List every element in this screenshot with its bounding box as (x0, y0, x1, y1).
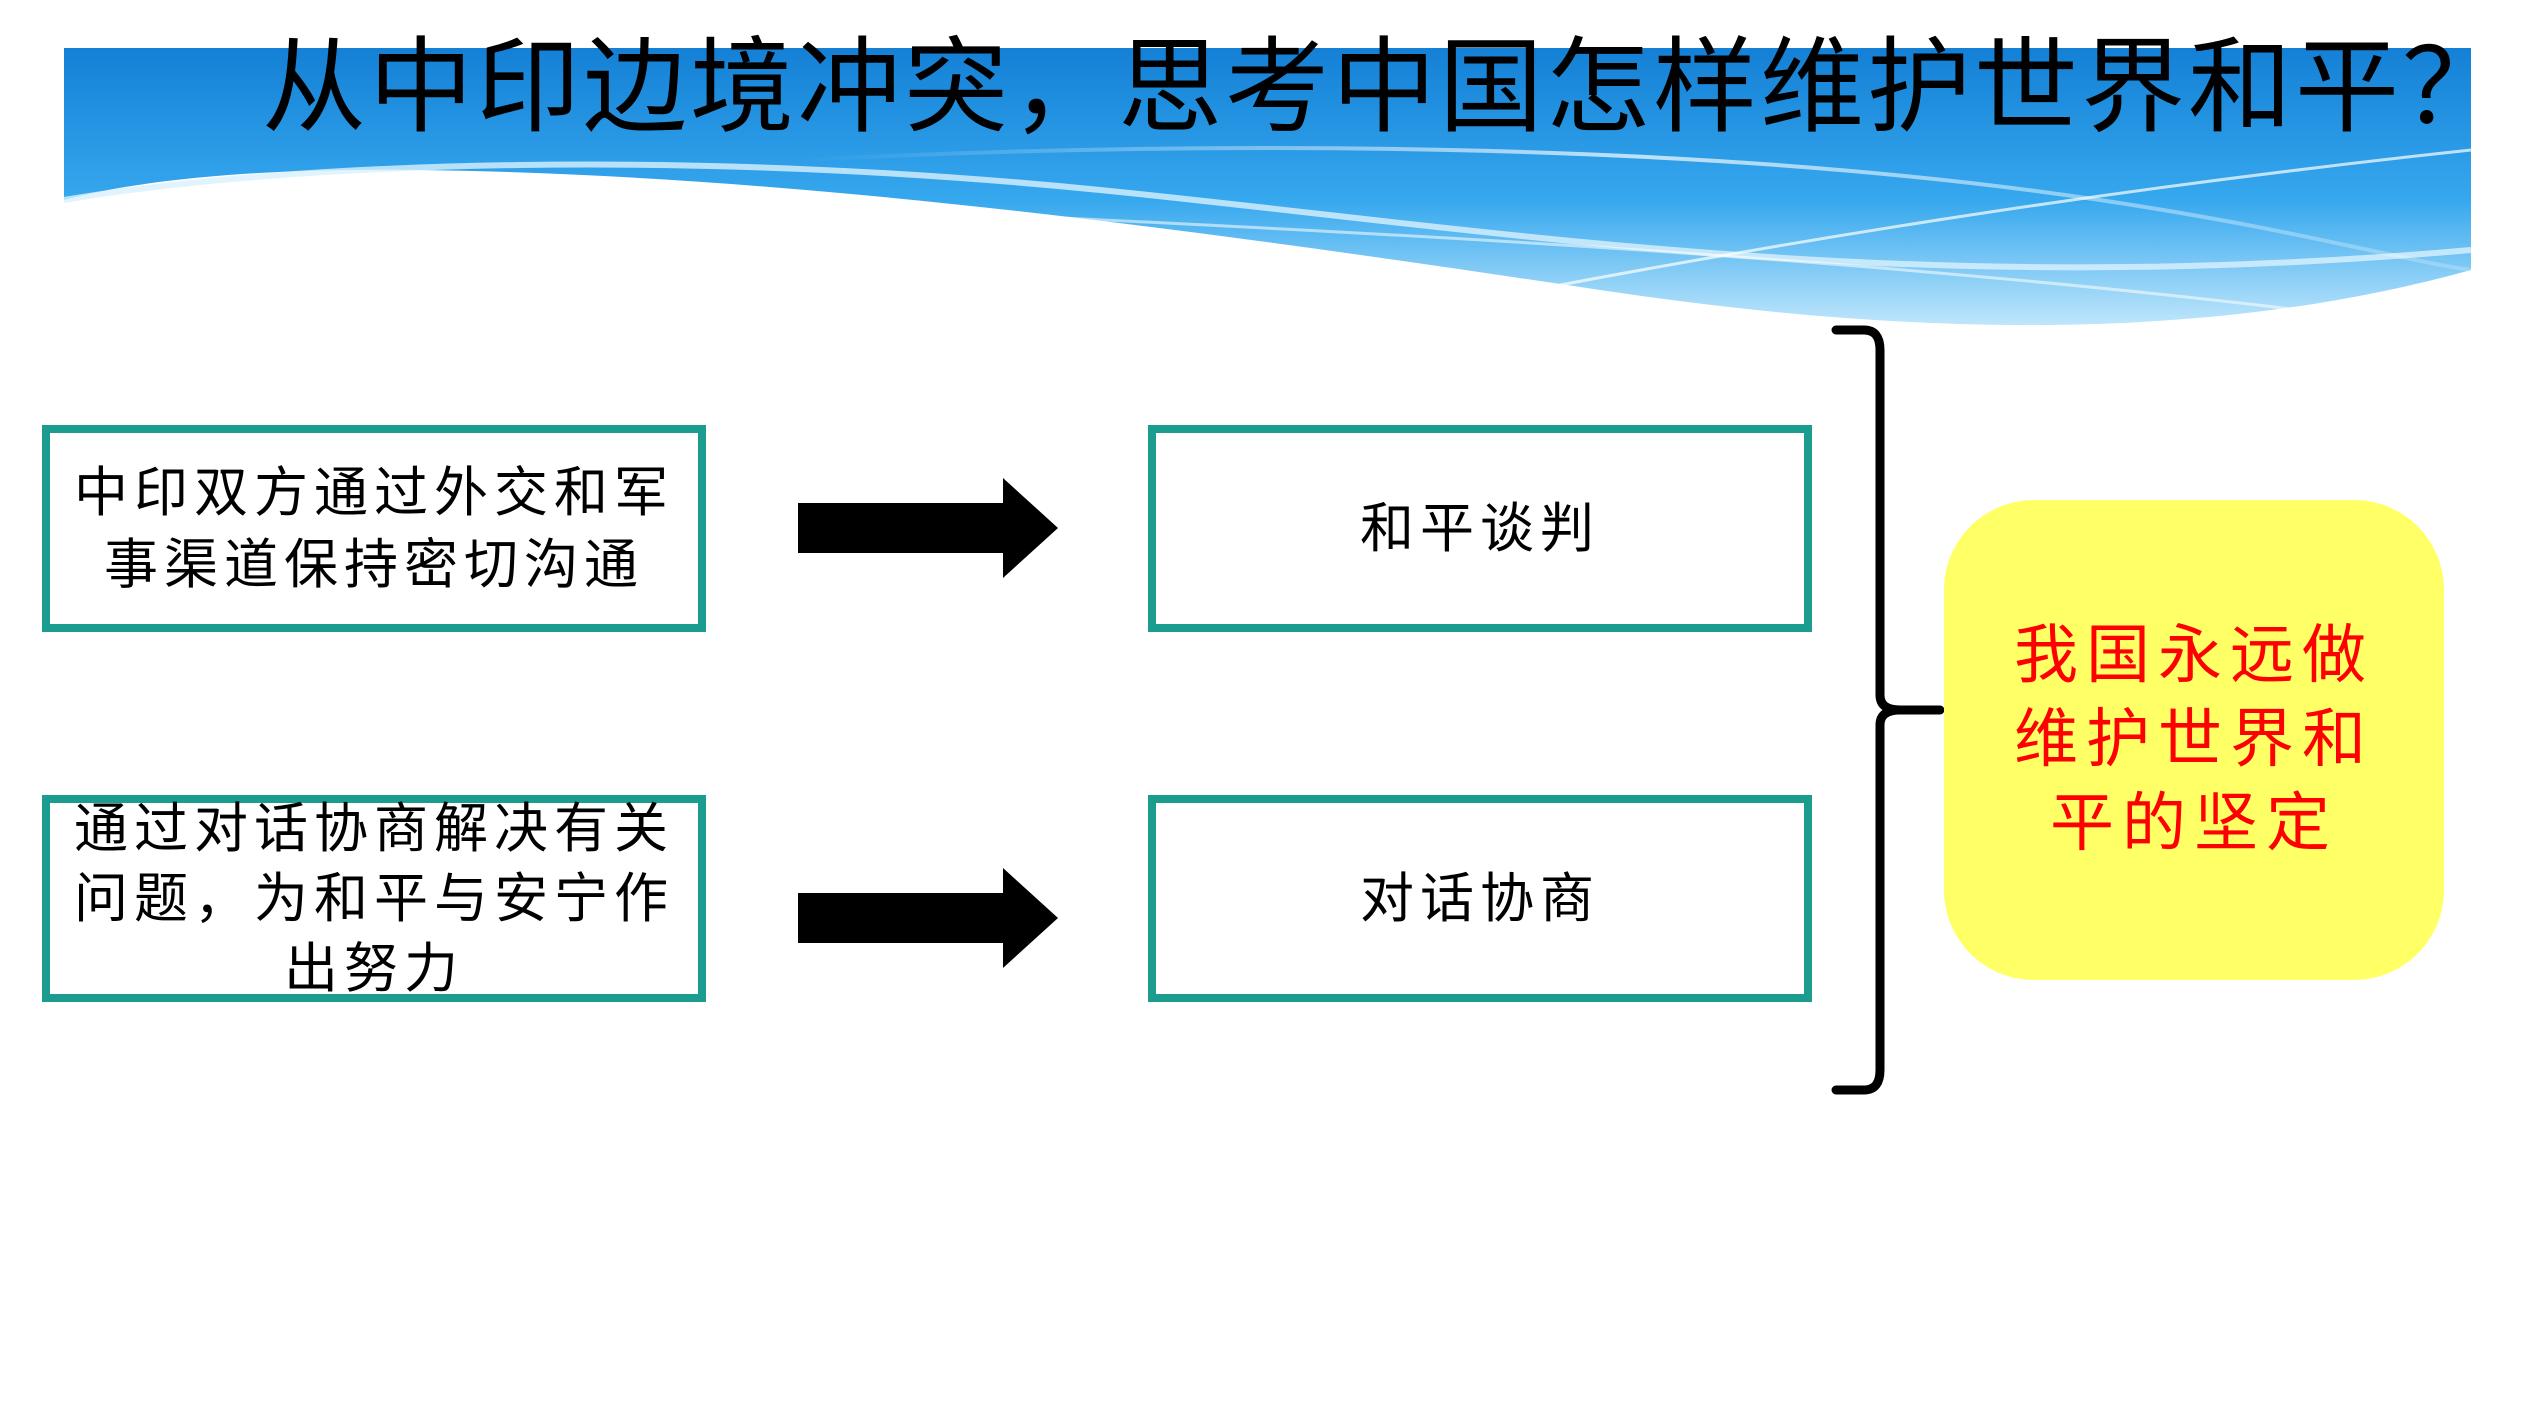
source-text-1: 中印双方通过外交和军事渠道保持密切沟通 (74, 460, 674, 596)
page-title: 从中印边境冲突，思考中国怎样维护世界和平？ (262, 26, 2510, 148)
conclusion-box: 我国永远做维护世界和平的坚定 (1944, 500, 2444, 980)
right-brace-icon (1831, 325, 1945, 1095)
result-text-1: 和平谈判 (1360, 496, 1600, 560)
header-banner (63, 48, 2472, 326)
arrow-right-icon (798, 868, 1058, 968)
result-box-1: 和平谈判 (1148, 425, 1812, 632)
conclusion-text: 我国永远做维护世界和平的坚定 (2014, 619, 2374, 861)
result-box-2: 对话协商 (1148, 795, 1812, 1002)
arrow-right-icon (798, 478, 1058, 578)
source-box-2: 通过对话协商解决有关问题，为和平与安宁作出努力 (42, 795, 706, 1002)
source-text-2: 通过对话协商解决有关问题，为和平与安宁作出努力 (74, 796, 674, 1000)
source-box-1: 中印双方通过外交和军事渠道保持密切沟通 (42, 425, 706, 632)
result-text-2: 对话协商 (1360, 866, 1600, 930)
